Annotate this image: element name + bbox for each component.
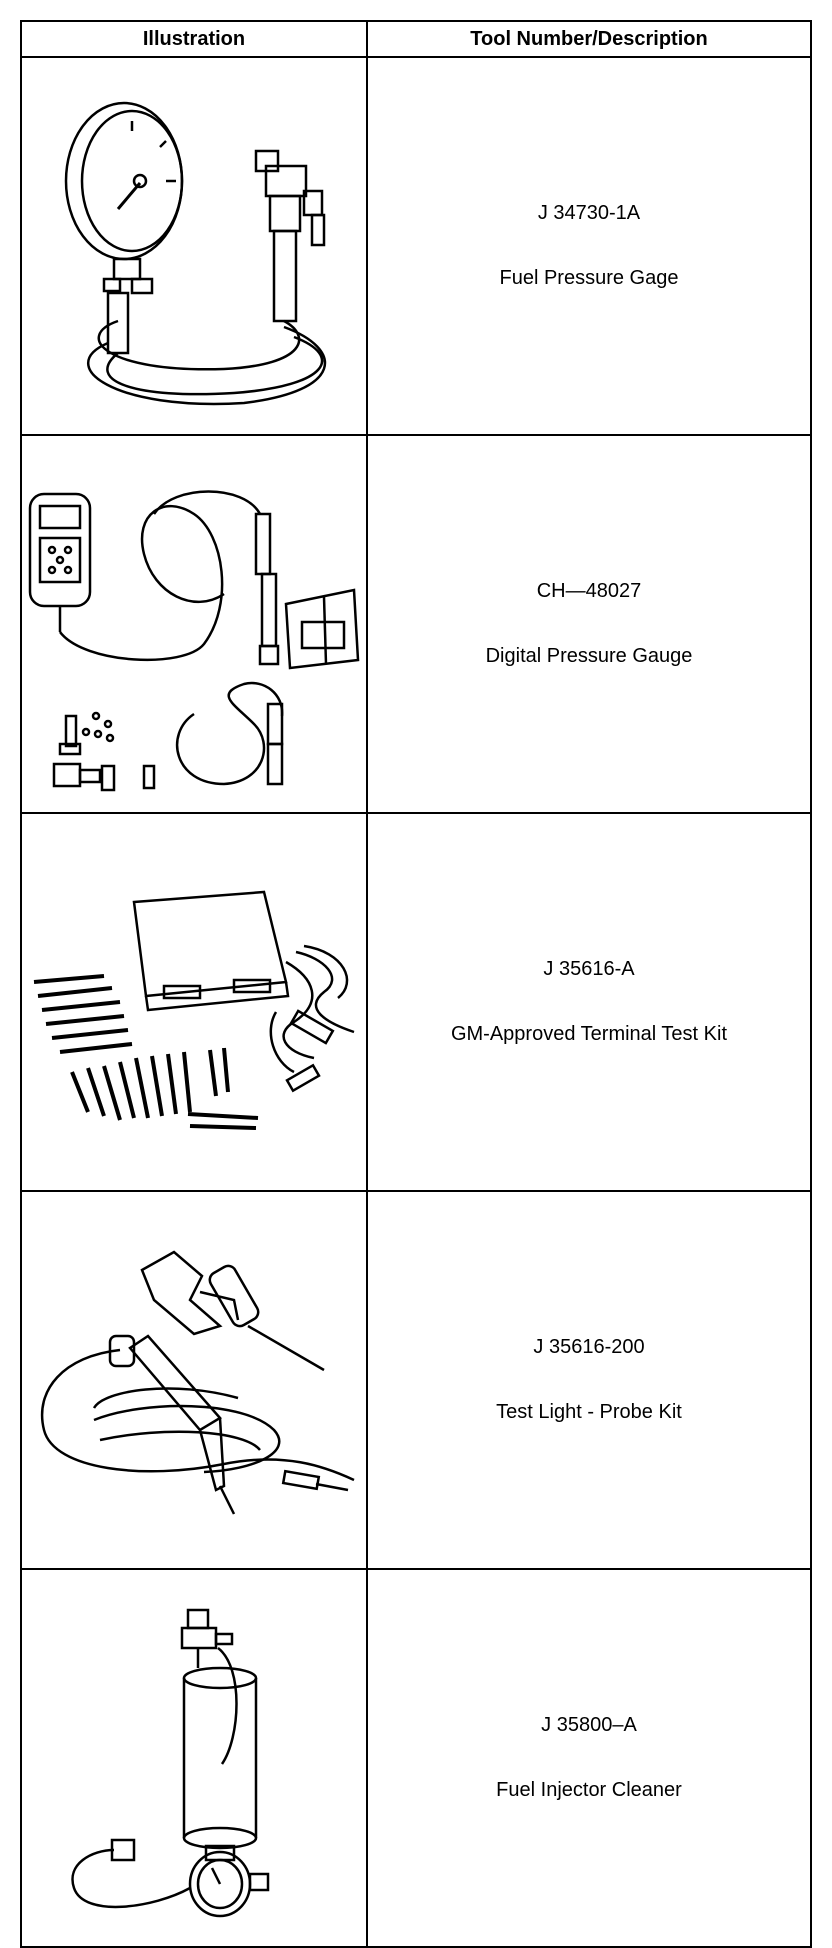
tool-number: J 35800–A (541, 1714, 637, 1736)
description-cell: J 35800–A Fuel Injector Cleaner (366, 1568, 812, 1948)
table-header-row: Illustration Tool Number/Description (20, 20, 812, 58)
illustration-cell (20, 434, 368, 814)
description-cell: J 34730-1A Fuel Pressure Gage (366, 56, 812, 436)
description-cell: J 35616-200 Test Light - Probe Kit (366, 1190, 812, 1570)
illustration-cell (20, 1190, 368, 1570)
tool-number: J 35616-200 (533, 1336, 645, 1358)
tool-number: J 34730-1A (537, 202, 641, 224)
tool-description: GM-Approved Terminal Test Kit (450, 1023, 728, 1045)
tool-description: Fuel Injector Cleaner (496, 1779, 682, 1801)
illustration-cell (20, 812, 368, 1192)
test-light-probe-kit-icon (41, 1250, 355, 1515)
illustration-cell (20, 56, 368, 436)
table-row: J 35616-200 Test Light - Probe Kit (20, 1190, 812, 1570)
digital-pressure-gauge-icon (28, 490, 360, 792)
tool-description: Digital Pressure Gauge (485, 645, 693, 667)
fuel-injector-cleaner-icon (71, 1608, 270, 1918)
tool-number: J 35616-A (543, 958, 635, 980)
description-cell: J 35616-A GM-Approved Terminal Test Kit (366, 812, 812, 1192)
tool-description: Fuel Pressure Gage (499, 267, 679, 289)
table-row: J 34730-1A Fuel Pressure Gage (20, 56, 812, 436)
table-row: J 35800–A Fuel Injector Cleaner (20, 1568, 812, 1948)
tool-table: Illustration Tool Number/Description (20, 20, 812, 1948)
header-tool-description: Tool Number/Description (366, 20, 812, 58)
header-illustration: Illustration (20, 20, 368, 58)
illustration-cell (20, 1568, 368, 1948)
tool-description: Test Light - Probe Kit (496, 1401, 682, 1423)
terminal-test-kit-icon (33, 890, 355, 1130)
tool-number: CH—48027 (536, 580, 642, 602)
table-row: J 35616-A GM-Approved Terminal Test Kit (20, 812, 812, 1192)
table-row: CH—48027 Digital Pressure Gauge (20, 434, 812, 814)
description-cell: CH—48027 Digital Pressure Gauge (366, 434, 812, 814)
fuel-pressure-gage-icon (64, 101, 326, 406)
